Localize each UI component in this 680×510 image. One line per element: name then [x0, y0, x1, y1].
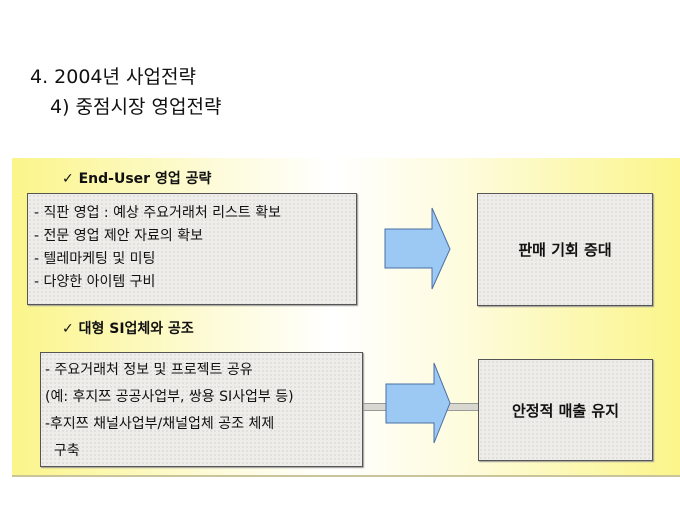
- section-heading-si-partnership: ✓ 대형 SI업체와 공조: [62, 321, 194, 337]
- section-heading-end-user: ✓ End-User 영업 공략: [62, 171, 212, 187]
- strategy-item: -후지쯔 채널사업부/채널업체 공조 체제: [45, 416, 275, 432]
- end-user-strategy-box: - 직판 영업 : 예상 주요거래처 리스트 확보 - 전문 영업 제안 자료의…: [27, 193, 357, 305]
- right-arrow-icon: [384, 207, 451, 290]
- result-box-sales-opportunity: 판매 기회 증대: [477, 193, 653, 306]
- si-partnership-strategy-box: - 주요거래처 정보 및 프로젝트 공유 (예: 후지쯔 공공사업부, 쌍용 S…: [40, 352, 363, 467]
- strategy-item: - 다양한 아이템 구비: [34, 274, 156, 290]
- connector-line: [362, 403, 386, 411]
- result-box-stable-revenue: 안정적 매출 유지: [478, 359, 653, 461]
- strategy-item: - 주요거래처 정보 및 프로젝트 공유: [45, 362, 253, 378]
- strategy-item: - 직판 영업 : 예상 주요거래처 리스트 확보: [34, 205, 281, 221]
- strategy-item: 구축: [45, 443, 80, 459]
- connector-line: [446, 403, 479, 411]
- right-arrow-icon: [385, 362, 451, 444]
- slide-title: 4. 2004년 사업전략: [30, 66, 196, 88]
- strategy-item: (예: 후지쯔 공공사업부, 쌍용 SI사업부 등): [45, 389, 294, 405]
- strategy-item: - 텔레마케팅 및 미팅: [34, 251, 156, 267]
- slide-subtitle: 4) 중점시장 영업전략: [50, 96, 222, 118]
- strategy-item: - 전문 영업 제안 자료의 확보: [34, 228, 203, 244]
